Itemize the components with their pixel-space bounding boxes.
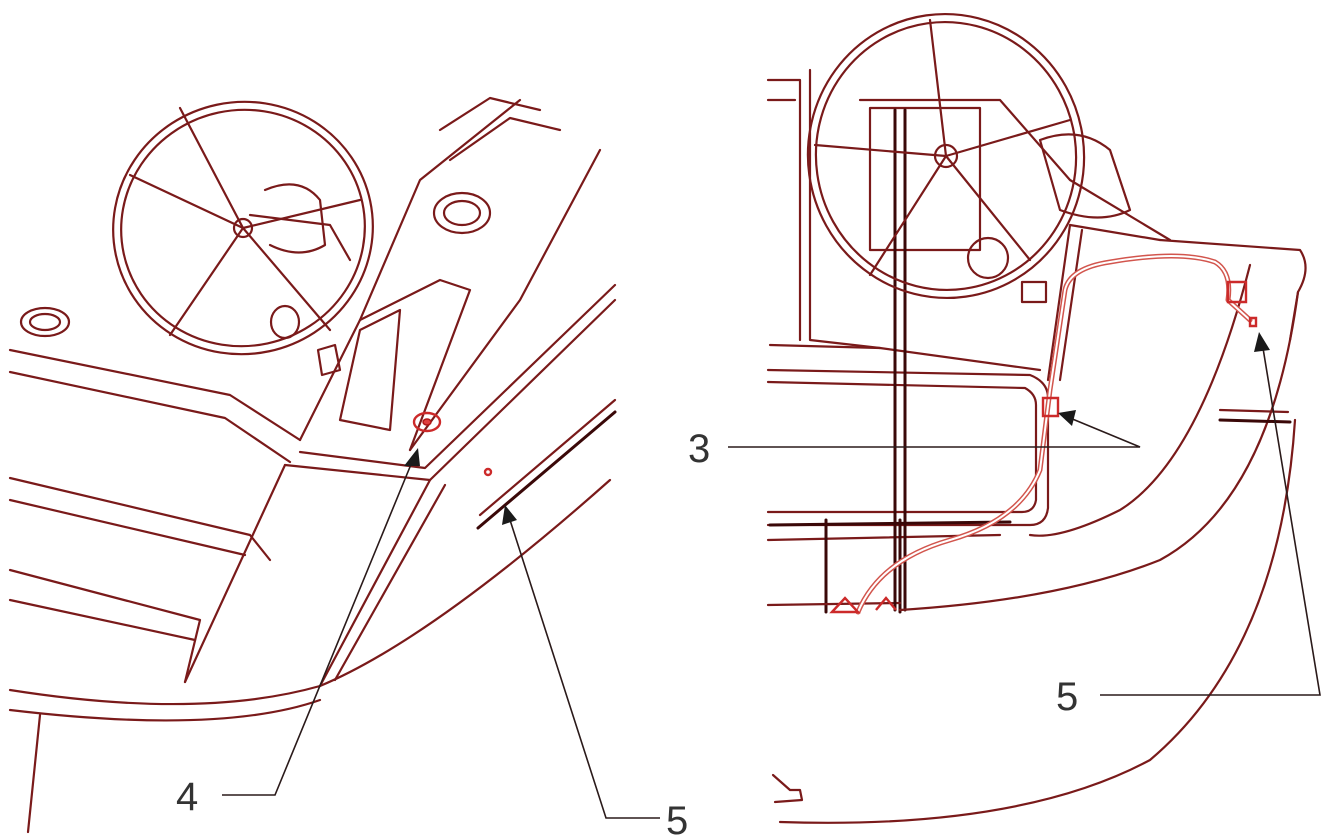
console-side-panel xyxy=(1046,223,1162,382)
cup-holder xyxy=(432,191,492,235)
seat-slab-3-lower xyxy=(8,598,197,642)
throttle-knob xyxy=(316,343,342,377)
hull-side-curve xyxy=(898,290,1300,612)
steering-hub xyxy=(263,183,327,254)
console-top-edge xyxy=(858,98,1172,242)
console-panel xyxy=(338,308,402,432)
console-panel-right xyxy=(868,106,982,252)
arrowhead-3 xyxy=(1058,410,1076,426)
console-top-rail xyxy=(438,96,542,132)
left-leaders xyxy=(222,448,660,819)
hull-bottom-curve xyxy=(778,418,1297,824)
leader-5-right xyxy=(1100,341,1321,696)
deck-rail xyxy=(768,520,1012,527)
callout-5-right: 5 xyxy=(1056,675,1078,719)
arrowhead-5-left xyxy=(502,505,517,525)
hull-front-edge xyxy=(26,713,42,834)
hull-bottom-edge xyxy=(8,478,612,706)
seat-slab-2 xyxy=(8,476,272,562)
seat-slab-3 xyxy=(8,568,202,684)
leader-4 xyxy=(222,461,413,796)
hose-clamp xyxy=(1041,396,1060,418)
seat-slab-1-lower xyxy=(8,370,292,464)
hose-fitting-left xyxy=(829,596,861,614)
gauge-left xyxy=(269,304,301,340)
hose-assembly xyxy=(829,253,1253,615)
hull-inner-curve xyxy=(1028,263,1252,537)
leader-3 xyxy=(728,417,1141,448)
console-hub-right xyxy=(1038,133,1132,219)
seat-slab-1 xyxy=(8,348,302,442)
stern-rail-top xyxy=(1218,408,1290,414)
console-back-left xyxy=(766,78,802,342)
rub-rail-top xyxy=(478,398,617,517)
switch-box xyxy=(1020,280,1048,304)
console-top-rail-2 xyxy=(448,116,562,162)
callout-4: 4 xyxy=(176,775,198,819)
console-side-panel-2 xyxy=(1058,228,1084,382)
stern-corner-line-2 xyxy=(333,483,447,682)
transom-bracket xyxy=(771,773,804,804)
hose xyxy=(855,253,1253,615)
floor-line xyxy=(766,601,902,607)
stern-rail xyxy=(1218,418,1292,424)
steering-wheel-right xyxy=(806,12,1086,300)
console-front xyxy=(408,148,602,452)
screw-part-right xyxy=(1248,316,1258,328)
drain-plug-part xyxy=(412,411,442,433)
deck-fitting-inner xyxy=(28,312,62,332)
stern-corner-line xyxy=(318,478,432,688)
rub-rail xyxy=(476,410,617,530)
cup-holder-inner xyxy=(442,199,482,227)
callout-5-left: 5 xyxy=(666,799,688,840)
seat-divider xyxy=(183,463,287,684)
steering-wheel-left xyxy=(112,100,374,356)
leader-5-left xyxy=(509,519,660,819)
hose-stern-fitting xyxy=(1226,280,1248,304)
deck-well xyxy=(766,368,1050,527)
console-left-edge xyxy=(808,68,882,350)
hose-fitting-right xyxy=(875,596,897,611)
right-view xyxy=(766,12,1307,824)
arrowhead-4 xyxy=(404,448,420,466)
hose-inner xyxy=(857,255,1251,613)
seat-slab-2-lower xyxy=(8,498,247,557)
deck-well-inner xyxy=(766,380,1038,514)
right-leaders xyxy=(728,332,1321,696)
console-side xyxy=(298,278,472,452)
deck-rim-top xyxy=(298,283,617,470)
screw-part-left xyxy=(483,467,493,477)
console-back xyxy=(358,98,522,322)
arrowhead-5-right xyxy=(1254,332,1270,352)
left-view xyxy=(8,96,617,834)
deck-fitting xyxy=(19,306,71,338)
hull-lower-edge xyxy=(8,698,322,722)
steering-column xyxy=(248,213,352,262)
callout-3: 3 xyxy=(688,427,710,471)
gauge-right xyxy=(966,236,1010,280)
